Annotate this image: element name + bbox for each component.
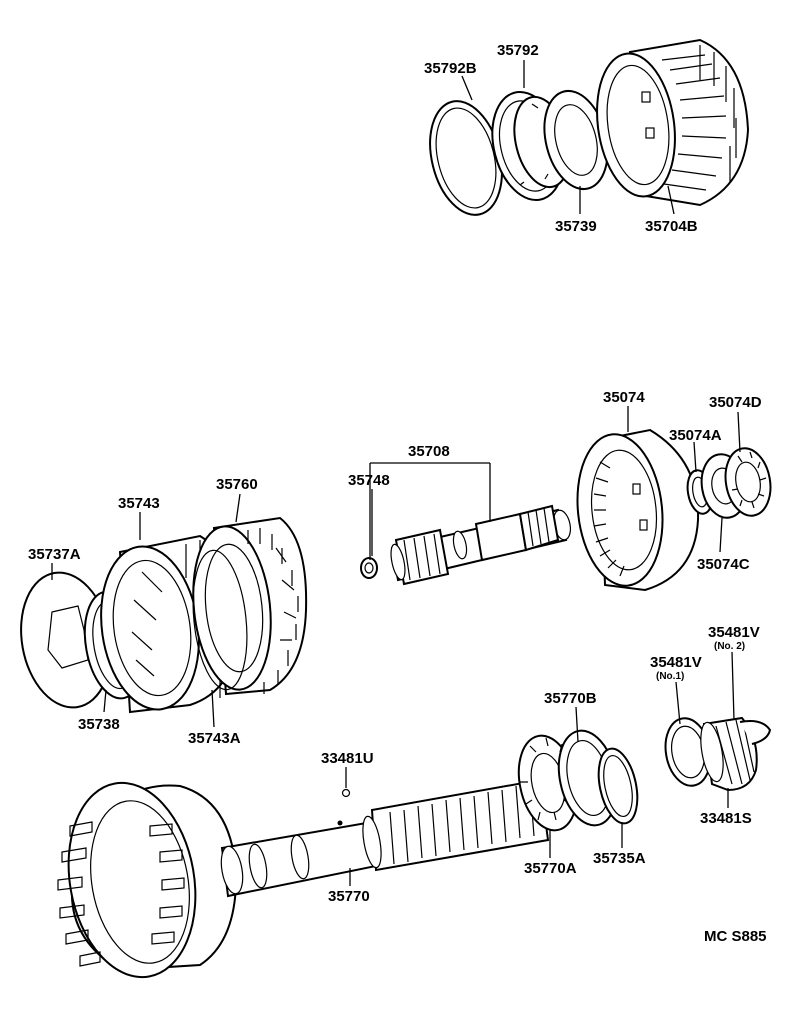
ring-gear-35074: [576, 428, 700, 592]
label-35739: 35739: [555, 218, 597, 235]
bearing-35074D: [700, 447, 772, 519]
label-35074A: 35074A: [669, 427, 722, 444]
part-labels: 35792B 35792 35739 35704B 35074 35074D 3…: [28, 42, 767, 945]
label-35074C: 35074C: [697, 556, 750, 573]
drum-35704B: [596, 38, 750, 207]
label-35481V-no1-note: (No.1): [656, 671, 684, 682]
label-35704B: 35704B: [645, 218, 698, 235]
label-35074D: 35074D: [709, 394, 762, 411]
label-35738: 35738: [78, 716, 120, 733]
label-35481V-no1: 35481V: [650, 654, 702, 671]
left-cluster: [20, 516, 308, 714]
label-35743: 35743: [118, 495, 160, 512]
gear-group-33481S: [664, 716, 772, 792]
label-35735A: 35735A: [593, 850, 646, 867]
label-35748: 35748: [348, 472, 390, 489]
label-35770A: 35770A: [524, 860, 577, 877]
shaft-35708: [360, 504, 572, 586]
label-35074: 35074: [603, 389, 645, 406]
ball-33481U: [341, 788, 351, 798]
ring-35743A: [192, 549, 248, 691]
label-35760: 35760: [216, 476, 258, 493]
label-35743A: 35743A: [188, 730, 241, 747]
hub-35760: [192, 516, 308, 696]
leader-lines: [51, 60, 741, 886]
label-35737A: 35737A: [28, 546, 81, 563]
top-assembly: [429, 38, 750, 216]
label-35770: 35770: [328, 888, 370, 905]
ring-35735A: [597, 747, 639, 825]
output-shaft-35770: [57, 778, 550, 979]
diagram-code: MC S885: [704, 928, 767, 945]
label-33481U: 33481U: [321, 750, 374, 767]
label-35481V-no2-note: (No. 2): [714, 641, 745, 652]
label-35481V-no2: 35481V: [708, 624, 760, 641]
label-35792B: 35792B: [424, 60, 477, 77]
ring-gear-group: [576, 428, 772, 592]
label-35708: 35708: [408, 443, 450, 460]
label-35792: 35792: [497, 42, 539, 59]
label-35770B: 35770B: [544, 690, 597, 707]
label-33481S: 33481S: [700, 810, 752, 827]
